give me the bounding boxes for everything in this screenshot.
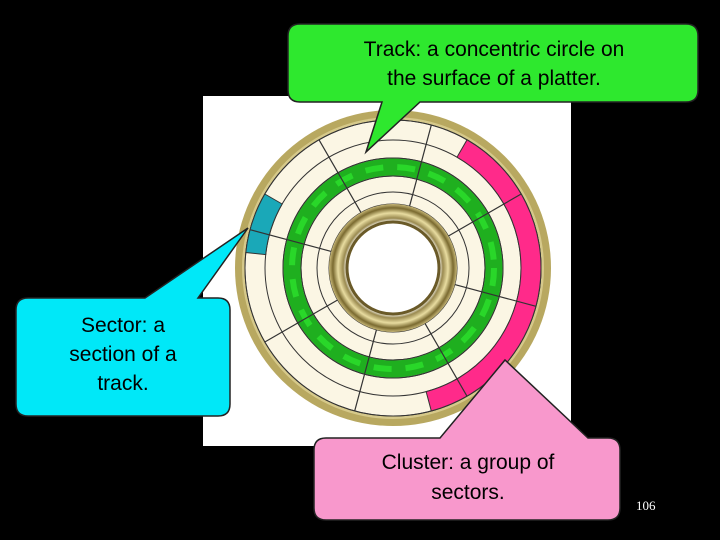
highlighted-cluster (425, 139, 542, 412)
highlighted-track-inner-edge (300, 175, 486, 361)
track-boundary-4 (316, 191, 470, 345)
platter (235, 110, 551, 426)
sector-boundary-2 (454, 283, 537, 307)
sector-boundary-4 (354, 329, 378, 412)
sector-callout-bubble (15, 227, 249, 417)
highlighted-track-shading (289, 164, 497, 372)
sector-boundary-7 (318, 139, 362, 213)
track-callout-line-2: the surface of a platter. (387, 67, 601, 90)
cluster-callout-bubble (313, 358, 621, 521)
track-callout-bubble (287, 23, 699, 155)
cluster-callout-line-2: sectors. (431, 481, 505, 504)
cluster-callout-line-1: Cluster: a group of (382, 451, 555, 474)
highlighted-regions (245, 139, 542, 412)
sector-boundary-5 (264, 299, 338, 343)
sector-boundary-6 (249, 229, 332, 253)
track-callout: Track: a concentric circle on the surfac… (287, 23, 699, 155)
sector-boundary-1 (448, 193, 522, 237)
sector-callout: Sector: a section of a track. (15, 227, 249, 417)
page-number: 106 (636, 498, 656, 513)
sector-boundary-3 (424, 323, 468, 397)
sector-boundaries (249, 124, 537, 412)
track-callout-line-1: Track: a concentric circle on (364, 38, 625, 61)
sector-callout-line-3: track. (97, 372, 148, 395)
sector-callout-line-1: Sector: a (81, 314, 165, 337)
cluster-callout: Cluster: a group of sectors. (313, 358, 621, 521)
highlighted-sector (245, 193, 283, 256)
sector-callout-line-2: section of a (69, 343, 177, 366)
spindle-hole (345, 220, 441, 316)
highlighted-track-outer-edge (282, 157, 504, 379)
sector-boundary-0 (408, 124, 432, 207)
